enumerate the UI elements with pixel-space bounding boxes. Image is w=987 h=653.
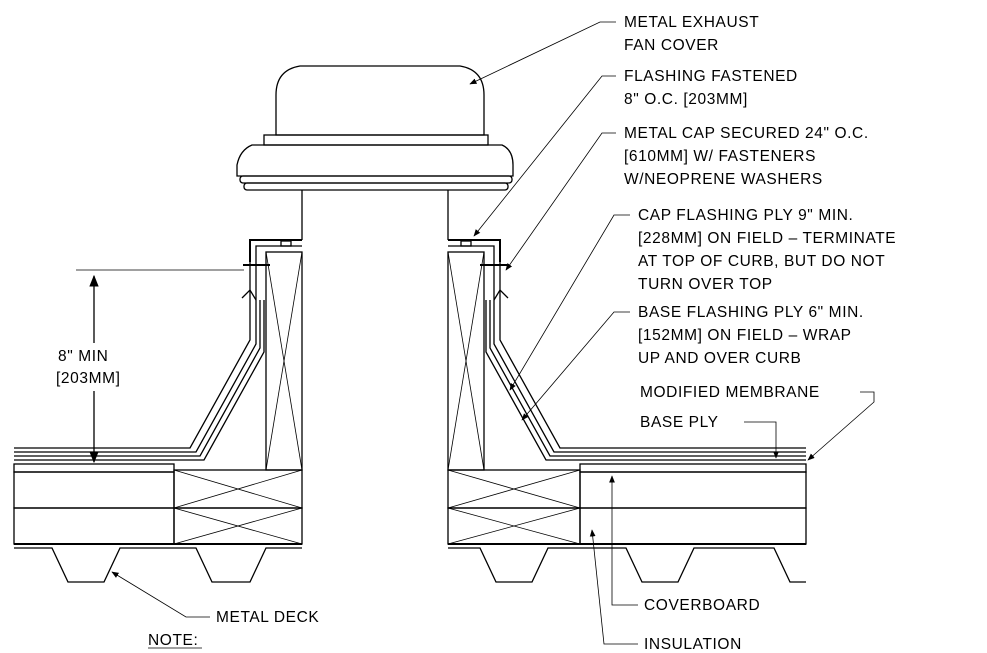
cap-flashing-label-2: [228MM] ON FIELD – TERMINATE — [638, 230, 896, 247]
labels: METAL EXHAUST FAN COVER FLASHING FASTENE… — [148, 14, 896, 653]
flashing-fastened-label-2: 8" O.C. [203MM] — [624, 91, 748, 108]
dimension-8-min: 8" MIN [203MM] — [40, 269, 244, 464]
coverboard-label: COVERBOARD — [644, 597, 760, 614]
right-curb — [447, 239, 806, 471]
metal-cap-label-3: W/NEOPRENE WASHERS — [624, 171, 823, 188]
dimension-line-1: 8" MIN — [58, 348, 108, 365]
leader-lines — [111, 21, 875, 645]
note-label: NOTE: — [148, 632, 198, 649]
left-curb — [14, 239, 303, 471]
insulation-label: INSULATION — [644, 636, 742, 653]
metal-deck-label: METAL DECK — [216, 609, 319, 626]
cap-flashing-label-1: CAP FLASHING PLY 9" MIN. — [638, 207, 853, 224]
base-flashing-label-3: UP AND OVER CURB — [638, 350, 802, 367]
dimension-line-2: [203MM] — [56, 370, 121, 387]
base-flashing-label-2: [152MM] ON FIELD – WRAP — [638, 327, 852, 344]
metal-cap-label-1: METAL CAP SECURED 24" O.C. — [624, 125, 869, 142]
left-roof-assembly — [13, 463, 303, 583]
base-ply-label: BASE PLY — [640, 414, 719, 431]
metal-cap-label-2: [610MM] W/ FASTENERS — [624, 148, 816, 165]
fan-cover-label-2: FAN COVER — [624, 37, 719, 54]
fan-cover-label-1: METAL EXHAUST — [624, 14, 759, 31]
exhaust-fan-cover — [236, 65, 514, 240]
base-flashing-label-1: BASE FLASHING PLY 6" MIN. — [638, 304, 864, 321]
right-roof-assembly — [447, 463, 807, 583]
flashing-fastened-label-1: FLASHING FASTENED — [624, 68, 798, 85]
cap-flashing-label-4: TURN OVER TOP — [638, 276, 773, 293]
cap-flashing-label-3: AT TOP OF CURB, BUT DO NOT — [638, 253, 885, 270]
modified-membrane-label: MODIFIED MEMBRANE — [640, 384, 820, 401]
